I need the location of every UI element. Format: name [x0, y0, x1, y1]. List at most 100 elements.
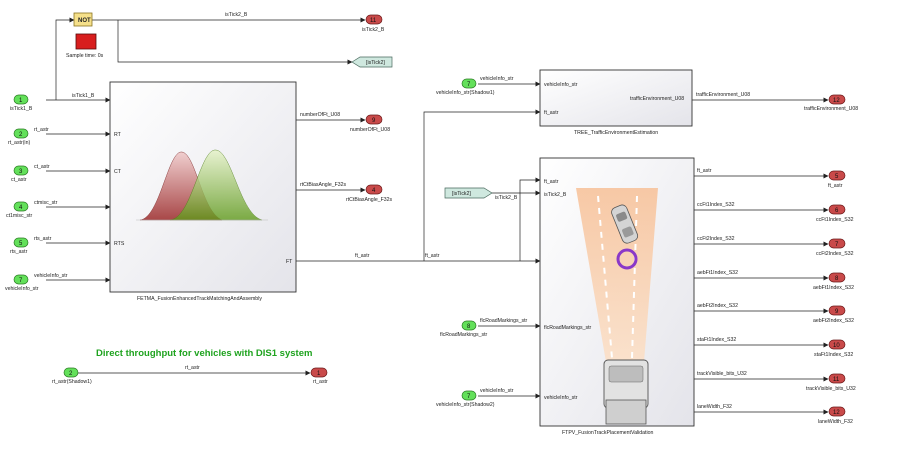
outport-istick2[interactable]: 11 isTick2_B: [362, 14, 385, 33]
annotation-direct-throughput: Direct throughput for vehicles with DIS1…: [96, 348, 312, 359]
inport-number: 5: [19, 241, 23, 247]
inport-name: vehicleInfo_str(Shadow1): [436, 90, 495, 96]
inport-rt[interactable]: 2 rt_astr(in): [8, 128, 30, 146]
inport-name: rt_astr(Shadow1): [52, 379, 92, 385]
outport-name: ft_astr: [828, 183, 843, 189]
ftpv-in-ft: ft_astr: [544, 179, 559, 185]
not-label: NOT: [78, 18, 91, 24]
outport-name: ccFt2Index_S32: [816, 251, 854, 257]
outport-number: 12: [833, 410, 840, 416]
ftpv-in-vehicleinfo: vehicleInfo_str: [544, 395, 578, 401]
sensor-fov-scene-icon: [576, 188, 658, 425]
wire-label-out-lanewidth: laneWidth_F32: [697, 404, 732, 410]
inport-name: ct1misc_str: [6, 213, 33, 219]
inport-istick1[interactable]: 1 isTick1_B: [10, 94, 33, 112]
outport-number: 8: [835, 276, 839, 282]
inport-number: 3: [19, 169, 23, 175]
outport-number: 10: [833, 343, 840, 349]
outport-number: 7: [835, 242, 839, 248]
outport-number: 9: [835, 309, 839, 315]
inport-roadmarkings[interactable]: 8 flcRoadMarkings_str: [440, 320, 488, 338]
wire-label-ft-right: ft_astr: [425, 253, 440, 259]
wire-label-out-cc1: ccFt1Index_S32: [697, 202, 735, 208]
wire-label-from-istick2: isTick2_B: [495, 195, 518, 201]
fetma-subsystem[interactable]: RT CT RTS FT FETMA_FusionEnhancedTrackMa…: [109, 81, 297, 302]
wire-label-out-visible: trackVisible_bits_U32: [697, 371, 747, 377]
wire-label-rts: rts_astr: [34, 236, 52, 242]
outport-name: trafficEnvironment_U08: [804, 106, 858, 112]
inport-rt-shadow1[interactable]: 2 rt_astr(Shadow1): [52, 367, 92, 385]
outport-ccft2[interactable]: 7 ccFt2Index_S32: [816, 238, 854, 257]
inport-number: 7: [19, 278, 23, 284]
not-block[interactable]: NOT: [73, 12, 93, 27]
outport-ccft1[interactable]: 6 ccFt1Index_S32: [816, 204, 854, 223]
inport-vehicleinfo[interactable]: 7 vehicleInfo_str: [5, 274, 39, 292]
outport-traffic-environment[interactable]: 12 trafficEnvironment_U08: [804, 94, 858, 112]
outport-number: 5: [835, 174, 839, 180]
outport-name: trackVisible_bits_U32: [806, 386, 856, 392]
outport-numberofft[interactable]: 9 numberOfFt_U08: [350, 114, 390, 133]
outport-trackvisible[interactable]: 11 trackVisible_bits_U32: [806, 373, 856, 392]
fetma-port-ft: FT: [286, 259, 293, 265]
tree-subsystem[interactable]: vehicleInfo_str ft_astr trafficEnvironme…: [539, 69, 693, 136]
goto-tag[interactable]: [isTick2]: [351, 56, 393, 68]
tree-port-vehicleinfo: vehicleInfo_str: [544, 82, 578, 88]
outport-number: 4: [372, 188, 376, 194]
inport-number: 1: [19, 98, 23, 104]
wire-label-traffic: trafficEnvironment_U08: [696, 92, 750, 98]
outport-rt-direct[interactable]: 1 rt_astr: [310, 367, 328, 385]
outport-name: aebFt2Index_S32: [813, 318, 854, 324]
inport-vehicleinfo-shadow1[interactable]: 7 vehicleInfo_str(Shadow1): [436, 78, 495, 96]
ftpv-subsystem[interactable]: ft_astr isTick2_B flcRoadMarkings_str ve…: [539, 157, 695, 436]
inport-name: rt_astr(in): [8, 140, 30, 146]
inport-name: flcRoadMarkings_str: [440, 332, 488, 338]
wire-label-tree-vehicle: vehicleInfo_str: [480, 76, 514, 82]
wire-label-rt: rt_astr: [34, 127, 49, 133]
outport-name: rtCtBiasAngle_F32s: [346, 197, 393, 203]
tree-name: TREE_TrafficEnvironmentEstimation: [574, 130, 658, 136]
wire-label-out-aeb1: aebFt1Index_S32: [697, 270, 738, 276]
outport-lanewidth[interactable]: 12 laneWidth_F32: [818, 406, 853, 425]
wire-label-ctmisc: ctmisc_str: [34, 200, 58, 206]
outport-number: 11: [370, 18, 377, 24]
ftpv-in-istick2: isTick2_B: [544, 192, 567, 198]
inport-name: ct_astr: [11, 177, 27, 183]
signal-lines: [46, 17, 829, 415]
outport-number: 12: [833, 98, 840, 104]
outport-aebft1[interactable]: 8 aebFt1Index_S32: [813, 272, 854, 291]
inport-name: rts_astr: [10, 249, 28, 255]
inport-number: 4: [19, 205, 23, 211]
from-label: [isTick2]: [452, 191, 471, 197]
inport-name: isTick1_B: [10, 106, 33, 112]
fetma-port-rts: RTS: [114, 241, 125, 247]
sample-time-caption: Sample time: 0s: [66, 53, 104, 59]
outport-number: 9: [372, 118, 376, 124]
outport-bias-angle[interactable]: 4 rtCtBiasAngle_F32s: [346, 184, 393, 203]
from-tag[interactable]: [isTick2]: [444, 187, 493, 199]
wire-label-roadmarkings: flcRoadMarkings_str: [480, 318, 528, 324]
wire-label-vehicle2: vehicleInfo_str: [480, 388, 514, 394]
tree-port-ft: ft_astr: [544, 110, 559, 116]
inport-rts[interactable]: 5 rts_astr: [10, 237, 29, 255]
fetma-port-rt: RT: [114, 132, 122, 138]
inport-ctmisc[interactable]: 4 ct1misc_str: [6, 201, 33, 219]
sample-time-block[interactable]: Sample time: 0s: [66, 33, 104, 59]
inport-number: 7: [467, 394, 471, 400]
outport-aebft2[interactable]: 9 aebFt2Index_S32: [813, 305, 854, 324]
inport-ct[interactable]: 3 ct_astr: [11, 165, 29, 183]
ego-truck-icon: [603, 359, 649, 425]
outport-number: 6: [835, 208, 839, 214]
outport-ft[interactable]: 5 ft_astr: [828, 170, 846, 189]
outport-name: aebFt1Index_S32: [813, 285, 854, 291]
outport-number: 11: [833, 377, 840, 383]
target-vehicle-icon: [611, 204, 639, 244]
outport-name: ccFt1Index_S32: [816, 217, 854, 223]
wire-label-istick2: isTick2_B: [225, 12, 248, 18]
wire-label-out-ft: ft_astr: [697, 168, 712, 174]
inport-vehicleinfo-shadow2[interactable]: 7 vehicleInfo_str(Shadow2): [436, 390, 495, 408]
inport-name: vehicleInfo_str(Shadow2): [436, 402, 495, 408]
outport-staft1[interactable]: 10 staFt1Index_S32: [814, 339, 853, 358]
gaussian-distribution-icon: [136, 149, 268, 221]
wire-label-direct: rt_astr: [185, 365, 200, 371]
wire-label-istick1: isTick1_B: [72, 93, 95, 99]
